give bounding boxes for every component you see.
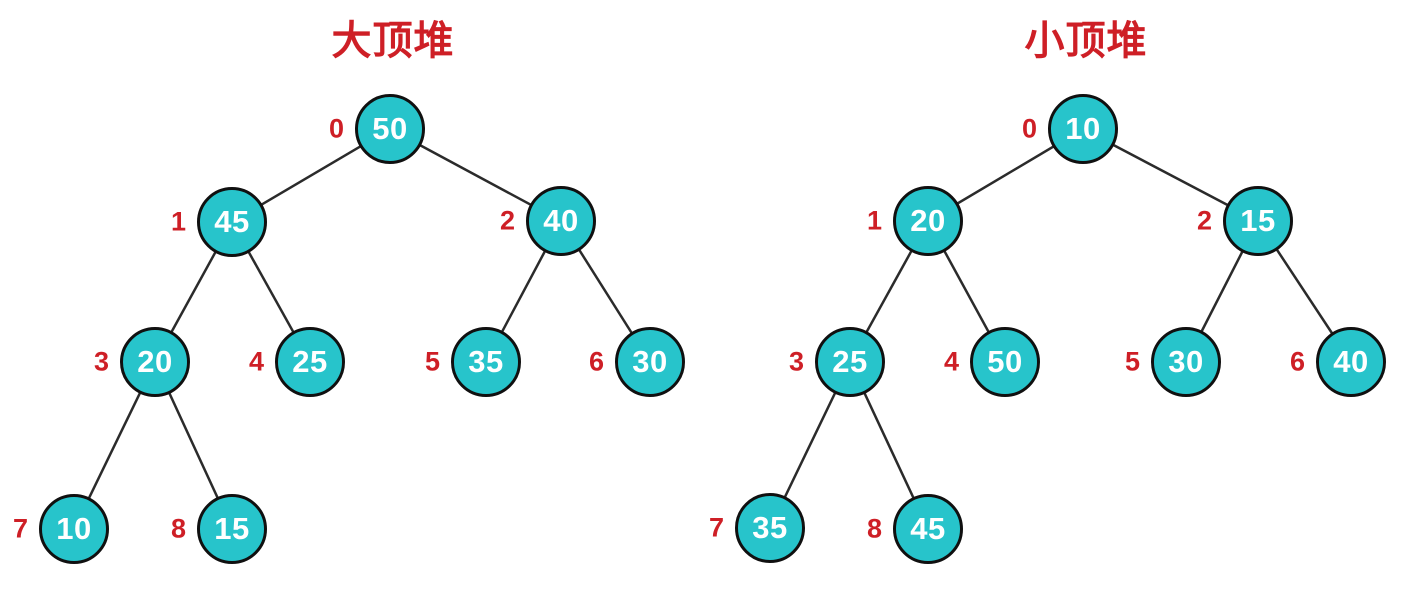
node-index-label: 6 (1289, 346, 1305, 377)
heap-node: 0 10 (1022, 94, 1118, 164)
node-index-label: 8 (170, 513, 186, 544)
heap-node: 2 40 (500, 186, 596, 256)
node-circle: 40 (526, 186, 596, 256)
node-index-label: 1 (866, 205, 882, 236)
node-circle: 35 (451, 327, 521, 397)
node-circle: 15 (197, 494, 267, 564)
heap-node: 6 30 (589, 327, 685, 397)
node-circle: 15 (1223, 186, 1293, 256)
node-index-label: 4 (248, 346, 264, 377)
max-heap-title: 大顶堆 (331, 19, 455, 63)
min-heap-title: 小顶堆 (1024, 19, 1148, 63)
node-index-label: 5 (424, 346, 440, 377)
node-circle: 40 (1316, 327, 1386, 397)
node-index-label: 6 (588, 346, 604, 377)
node-circle: 25 (275, 327, 345, 397)
node-index-label: 0 (328, 113, 344, 144)
heap-node: 6 40 (1290, 327, 1386, 397)
node-circle: 50 (970, 327, 1040, 397)
node-index-label: 1 (170, 206, 186, 237)
node-circle: 25 (815, 327, 885, 397)
node-circle: 20 (893, 186, 963, 256)
heap-node: 1 20 (867, 186, 963, 256)
heap-node: 8 45 (867, 494, 963, 564)
node-circle: 30 (1151, 327, 1221, 397)
node-index-label: 8 (866, 513, 882, 544)
node-circle: 35 (735, 493, 805, 563)
node-circle: 30 (615, 327, 685, 397)
node-index-label: 0 (1021, 113, 1037, 144)
heap-node: 1 45 (171, 187, 267, 257)
heap-node: 5 30 (1125, 327, 1221, 397)
node-circle: 10 (39, 494, 109, 564)
heap-node: 0 50 (329, 94, 425, 164)
heap-node: 7 10 (13, 494, 109, 564)
node-circle: 45 (197, 187, 267, 257)
node-index-label: 5 (1124, 346, 1140, 377)
heap-node: 3 20 (94, 327, 190, 397)
node-circle: 20 (120, 327, 190, 397)
node-index-label: 7 (708, 512, 724, 543)
heap-node: 2 15 (1197, 186, 1293, 256)
heap-node: 8 15 (171, 494, 267, 564)
node-index-label: 2 (499, 205, 515, 236)
node-index-label: 3 (788, 346, 804, 377)
node-circle: 45 (893, 494, 963, 564)
node-index-label: 3 (93, 346, 109, 377)
node-circle: 10 (1048, 94, 1118, 164)
node-index-label: 2 (1196, 205, 1212, 236)
heap-node: 5 35 (425, 327, 521, 397)
heap-node: 3 25 (789, 327, 885, 397)
node-index-label: 4 (943, 346, 959, 377)
heap-node: 4 25 (249, 327, 345, 397)
node-circle: 50 (355, 94, 425, 164)
node-index-label: 7 (12, 513, 28, 544)
heap-node: 7 35 (709, 493, 805, 563)
heap-node: 4 50 (944, 327, 1040, 397)
